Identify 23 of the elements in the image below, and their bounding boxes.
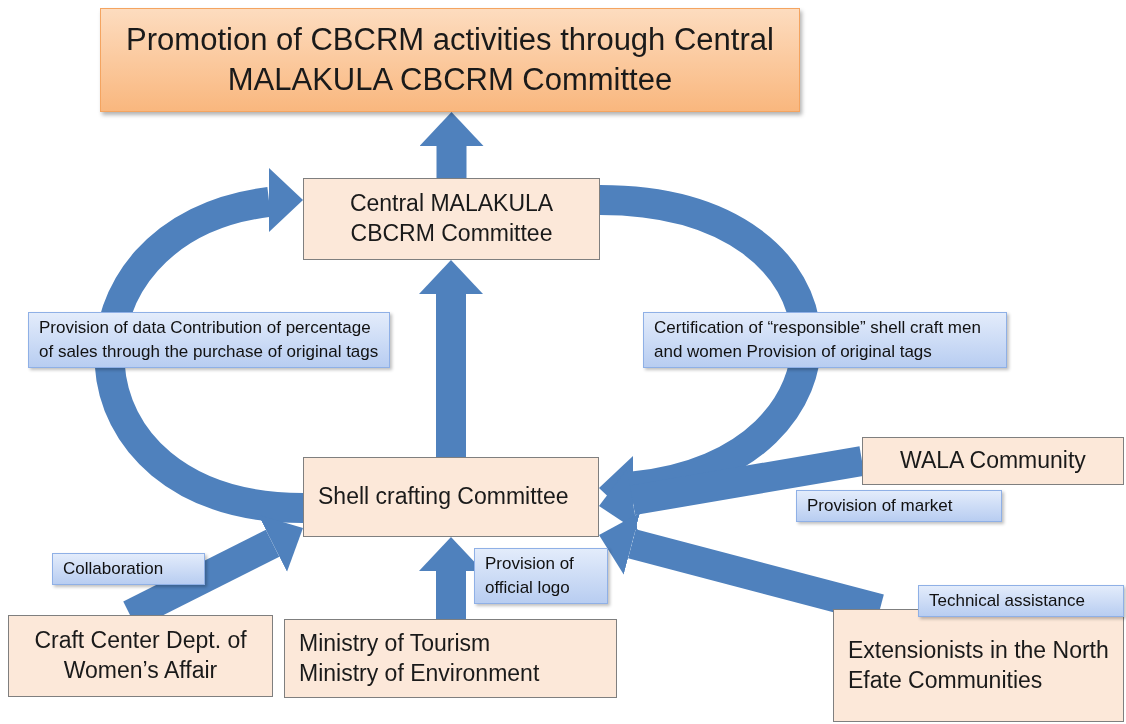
process-box (8, 615, 273, 697)
node-text: Promotion of CBCRM activities through Central MALAKULA CBCRM Committee (125, 20, 775, 99)
node-text: WALA Community (900, 446, 1086, 476)
process-box (833, 609, 1124, 722)
edge-label: Certification of “responsible” shell craft men and women Provision of original tags (643, 312, 1007, 368)
process-box (303, 457, 599, 537)
node-text: Central MALAKULA CBCRM Committee (348, 189, 555, 248)
block-arrow (94, 171, 305, 523)
process-box (284, 619, 617, 698)
node-text: Ministry of Tourism Ministry of Environment (299, 628, 541, 688)
edge-label: Collaboration (52, 553, 205, 585)
node-text: Shell crafting Committee (318, 482, 569, 512)
edge-label: Technical assistance (918, 585, 1124, 617)
edge-label: Provision of market (796, 490, 1002, 522)
block-arrow (419, 260, 483, 457)
title-box (100, 8, 800, 112)
edge-label: Provision of data Contribution of percentage of sales through the purchase of original tags (28, 312, 390, 368)
block-arrow (419, 112, 484, 178)
process-box (862, 437, 1124, 485)
node-text: Craft Center Dept. of Women’s Affair (33, 626, 248, 685)
edge-label: Provision of official logo (474, 548, 608, 604)
process-box (303, 178, 600, 260)
node-text: Extensionists in the North Efate Communities (848, 635, 1109, 695)
